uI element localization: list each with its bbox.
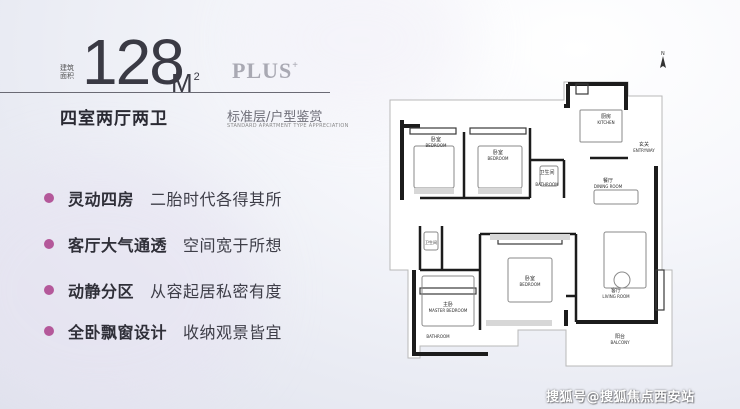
room-label-cn: 卫生间	[539, 169, 554, 176]
feature-desc: 空间宽于所想	[183, 236, 283, 255]
room-label-cn: 餐厅	[603, 177, 613, 184]
bullet-dot-icon	[44, 239, 54, 249]
compass-label: N	[661, 51, 665, 57]
area-label: 建筑面积	[60, 64, 74, 80]
room-label-en: BATHROOM	[426, 334, 450, 339]
room-label-en: BATHROOM	[535, 182, 559, 187]
room-label-en: DINING ROOM	[594, 184, 623, 189]
layout-title: 四室两厅两卫	[60, 109, 168, 129]
room-label-en: KITCHEN	[597, 120, 614, 125]
room-label-en: LIVING ROOM	[602, 294, 630, 299]
feature-desc: 从容起居私密有度	[150, 282, 283, 301]
room-label-cn: 玄关	[639, 141, 649, 148]
background-glow	[0, 160, 260, 409]
plus-logo: PLUS+	[232, 58, 299, 84]
plus-text: PLUS	[232, 58, 293, 83]
feature-item: 全卧飘窗设计 收纳观景皆宜	[44, 320, 282, 342]
bullet-dot-icon	[44, 285, 54, 295]
feature-item: 灵动四房 二胎时代各得其所	[44, 187, 282, 209]
room-label-cn: 主卧	[443, 301, 453, 308]
room-label-cn: 客厅	[611, 287, 621, 294]
area-number: 128	[82, 26, 185, 98]
room-label-cn: 卧室	[525, 275, 535, 282]
room-label-cn: 卫生间	[425, 239, 437, 245]
watermark: 搜狐号@搜狐焦点西安站	[546, 390, 695, 405]
furniture	[413, 109, 647, 327]
feature-desc: 收纳观景皆宜	[183, 323, 283, 342]
subtitle-en: STANDARD APARTMENT TYPE APPRECIATION	[227, 123, 349, 129]
wardrobe-hatch	[414, 188, 570, 326]
room-label-cn: 卧室	[431, 136, 441, 143]
subtitle-cn: 标准层/户型鉴赏	[227, 110, 323, 125]
floor-plan: N 卧室 BEDROOM 卧室 BEDROOM 厨房 KITCHEN 卫生间 B…	[389, 51, 673, 367]
feature-title: 全卧飘窗设计	[68, 323, 168, 342]
room-labels: 卧室 BEDROOM 卧室 BEDROOM 厨房 KITCHEN 卫生间 BAT…	[425, 113, 655, 345]
bullet-dot-icon	[44, 193, 54, 203]
feature-item: 客厅大气通透 空间宽于所想	[44, 233, 282, 255]
feature-title: 灵动四房	[68, 190, 135, 209]
area-unit-text: M	[171, 68, 193, 98]
room-label-cn: 厨房	[601, 113, 611, 120]
feature-title: 动静分区	[68, 282, 135, 301]
plus-sup: +	[292, 60, 299, 71]
room-label-cn: 卧室	[493, 149, 503, 156]
area-unit-sup: 2	[193, 71, 200, 83]
compass-icon: N	[660, 51, 666, 68]
feature-item: 动静分区 从容起居私密有度	[44, 279, 282, 301]
feature-title: 客厅大气通透	[68, 236, 168, 255]
feature-desc: 二胎时代各得其所	[150, 190, 283, 209]
room-label-en: BALCONY	[610, 340, 630, 345]
room-label-cn: 阳台	[615, 333, 625, 340]
area-unit: M2	[171, 64, 200, 96]
room-label-en: MASTER BEDROOM	[429, 308, 468, 313]
room-label-en: ENTRYWAY	[633, 148, 655, 153]
bullet-dot-icon	[44, 326, 54, 336]
room-label-en: BEDROOM	[426, 143, 447, 148]
windows	[409, 83, 665, 311]
room-label-en: BEDROOM	[488, 156, 509, 161]
room-label-en: BEDROOM	[520, 282, 541, 287]
divider-line	[0, 92, 330, 93]
